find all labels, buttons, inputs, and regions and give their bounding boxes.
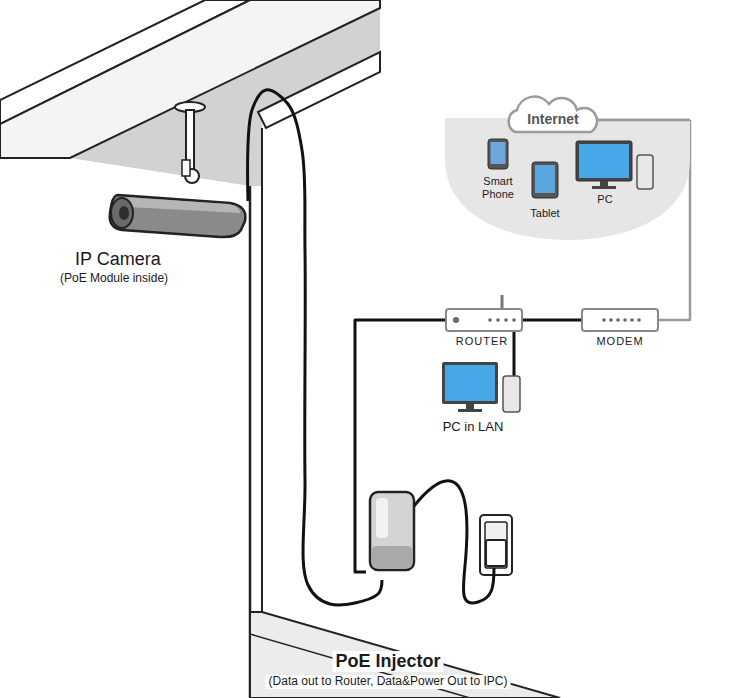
injector-base: [372, 546, 412, 568]
modem-light: [602, 318, 606, 322]
router-antenna: [501, 295, 504, 309]
modem-box-drawing: [582, 309, 658, 331]
pc-icon: PC: [576, 141, 656, 189]
ip-camera: IP Camera(PoE Module inside): [108, 183, 248, 238]
outlet-plate: [485, 522, 507, 568]
node-label: IP Camera: [75, 249, 161, 270]
ip-camera-drawing: [108, 183, 248, 238]
power-plug: [486, 540, 506, 566]
node-note: (Data out to Router, Data&Power Out to I…: [266, 675, 511, 689]
pc-tower: [503, 376, 520, 412]
node-label: PC in LAN: [443, 420, 504, 435]
wall-outlet: [480, 515, 512, 575]
monitor-frame: [442, 362, 498, 404]
monitor-screen: [579, 144, 629, 178]
network-cable: [355, 320, 446, 572]
internet-link: [595, 119, 690, 122]
monitor-screen: [445, 365, 495, 401]
phone-body: [488, 139, 508, 169]
pc-tower: [637, 155, 653, 189]
network-cable: [513, 331, 516, 362]
lan-pc-icon: PC in LAN: [442, 362, 522, 412]
tablet-body: [532, 162, 558, 198]
node-label: Smart Phone: [476, 175, 520, 200]
node-label: PoE Injector: [332, 651, 443, 672]
network-cable: [522, 319, 582, 322]
monitor-foot: [592, 186, 616, 189]
router-port: [496, 318, 500, 322]
router-port: [488, 318, 492, 322]
region-ground: [445, 118, 690, 240]
wall-corner: [261, 128, 263, 612]
modem-light: [616, 318, 620, 322]
wall-ledge: [250, 612, 560, 698]
monitor-stand: [466, 404, 474, 409]
router-box: ROUTER: [446, 309, 522, 331]
phone-screen: [491, 142, 506, 164]
network-cable: [248, 90, 382, 605]
router-port: [512, 318, 516, 322]
camera-front: [111, 198, 133, 228]
node-label: PC: [597, 193, 612, 206]
node-label: Tablet: [530, 207, 559, 220]
modem-box: MODEM: [582, 309, 658, 331]
internet-region: InternetSmart PhoneTabletPC: [445, 100, 690, 240]
camera-body: [110, 195, 246, 237]
node-note: (PoE Module inside): [60, 272, 168, 286]
router-port: [504, 318, 508, 322]
modem-case: [582, 309, 658, 331]
roof-beam: [258, 52, 380, 128]
poe-injector-drawing: [366, 490, 418, 580]
camera-visor: [124, 197, 240, 213]
poe-injector: PoE Injector(Data out to Router, Data&Po…: [366, 490, 418, 580]
injector-case: [370, 492, 414, 570]
camera-lens: [119, 206, 129, 220]
node-label: MODEM: [596, 335, 643, 348]
smartphone-icon: Smart Phone: [488, 139, 508, 169]
internet-cloud: [509, 97, 597, 132]
lan-wire-stub: [513, 362, 516, 376]
smartphone-icon-drawing: [488, 139, 508, 169]
modem-light: [609, 318, 613, 322]
router-led: [453, 317, 459, 323]
monitor-foot: [458, 409, 482, 412]
modem-light: [623, 318, 627, 322]
node-label: ROUTER: [456, 335, 508, 348]
tablet-screen: [535, 165, 555, 193]
tablet-icon: Tablet: [532, 162, 558, 198]
router-box-drawing: [446, 309, 522, 331]
power-cord: [414, 481, 494, 603]
router-case: [446, 309, 522, 331]
lan-pc-icon-drawing: [442, 362, 522, 412]
modem-light: [630, 318, 634, 322]
tablet-icon-drawing: [532, 162, 558, 198]
monitor-frame: [576, 141, 632, 181]
camera-mount-bracket: [182, 160, 190, 176]
injector-shine: [376, 498, 388, 538]
modem-light: [637, 318, 641, 322]
node-label: Internet: [527, 111, 578, 127]
monitor-stand: [600, 181, 608, 186]
pc-icon-drawing: [576, 141, 656, 189]
